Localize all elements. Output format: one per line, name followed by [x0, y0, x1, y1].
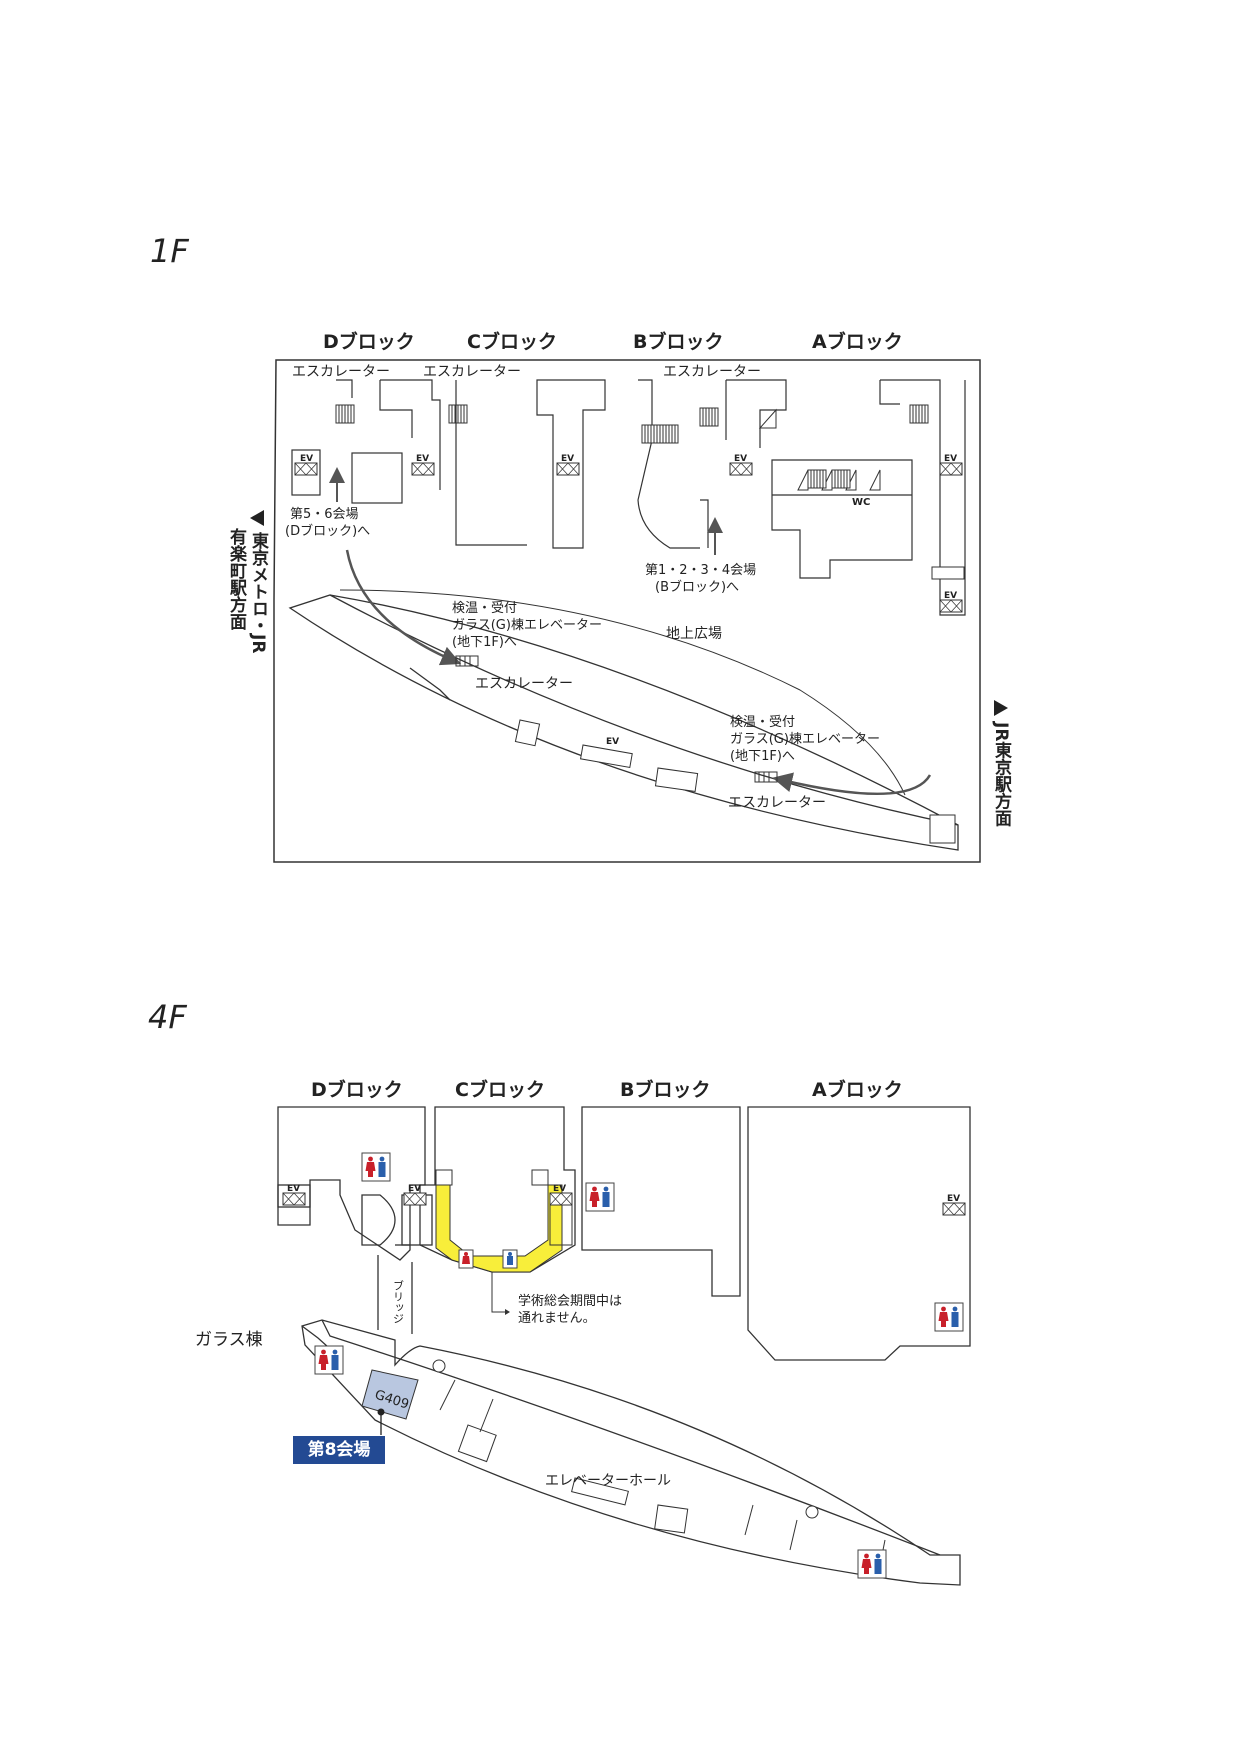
- 1f-venue14-line2: (Bブロック)へ: [655, 579, 739, 595]
- 1f-glass-right-line3: (地下1F)へ: [730, 749, 795, 764]
- 4f-a-block: [747, 1106, 971, 1361]
- 1f-glass-left-line1: 検温・受付: [452, 601, 517, 616]
- 4f-c-male-icon: [502, 1249, 518, 1269]
- venue-8-badge: 第8会場: [293, 1436, 385, 1464]
- dir-left-line2: 有楽町駅方面: [226, 527, 248, 631]
- 1f-d-block-structures: [291, 379, 441, 504]
- 4f-d-restroom-icon: [361, 1152, 391, 1182]
- 1f-ev-a1-label: EV: [944, 454, 957, 464]
- 4f-block-b-label: Bブロック: [620, 1079, 711, 1101]
- 4f-ev-c2-label: EV: [553, 1184, 566, 1194]
- 1f-glass-right-line2: ガラス(G)棟エレベーター: [730, 732, 880, 747]
- 1f-route-arrow-right: [772, 772, 932, 796]
- wc-label: WC: [852, 497, 870, 508]
- ev-hall-label: エレベーターホール: [545, 1473, 671, 1489]
- right-direction-arrow-icon: [994, 700, 1008, 716]
- 1f-outer-wall: [273, 359, 981, 863]
- 1f-venue56-line2: (Dブロック)へ: [285, 523, 370, 539]
- 1f-ev-a2-label: EV: [944, 591, 957, 601]
- 1f-block-c-label: Cブロック: [467, 331, 557, 353]
- 1f-block-b-label: Bブロック: [633, 331, 724, 353]
- 4f-glass-restroom-icon: [314, 1345, 344, 1375]
- 1f-ev-c-label: EV: [561, 454, 574, 464]
- 4f-a-restroom-icon: [934, 1302, 964, 1332]
- 1f-reception-left-icon: [455, 655, 479, 667]
- 1f-venue14-line1: 第1・2・3・4会場: [645, 563, 756, 578]
- 4f-bridge: [377, 1255, 413, 1334]
- 4f-b-block: [581, 1106, 741, 1297]
- 1f-glass-left-line3: (地下1F)へ: [452, 635, 517, 650]
- glass-building-label: ガラス棟: [195, 1330, 263, 1350]
- 1f-block-d-label: Dブロック: [323, 331, 415, 353]
- 1f-glass-inner-rooms: [514, 719, 956, 844]
- 4f-c-female-icon: [458, 1249, 474, 1269]
- 1f-ev-b-label: EV: [734, 454, 747, 464]
- dir-left-line1: 東京メトロ・JR: [248, 531, 269, 653]
- bridge-label: ブリッジ: [392, 1279, 405, 1324]
- 1f-ev-d2-label: EV: [416, 454, 429, 464]
- 4f-ev-a-label: EV: [947, 1194, 960, 1204]
- 1f-glass-right-line1: 検温・受付: [730, 715, 795, 730]
- 4f-glass-room-dividers: [439, 1379, 886, 1566]
- 1f-b-stairs: [758, 408, 777, 429]
- 1f-reception-right-icon: [754, 771, 778, 783]
- 1f-c-block-structures: [455, 379, 606, 549]
- closed-passage-highlight: [435, 1184, 563, 1273]
- 4f-block-a-label: Aブロック: [812, 1079, 903, 1101]
- 4f-ev-c-label: EV: [408, 1184, 421, 1194]
- 1f-plaza-label: 地上広場: [666, 626, 722, 642]
- left-direction-arrow-icon: [250, 510, 264, 526]
- dir-right-label: JR東京駅方面: [991, 721, 1013, 827]
- floor-4f-label: 4F: [148, 998, 187, 1036]
- 1f-esc-label-4: エスカレーター: [475, 676, 573, 692]
- 1f-ev-d1-label: EV: [300, 454, 313, 464]
- 1f-glass-left-line2: ガラス(G)棟エレベーター: [452, 618, 602, 633]
- 1f-ev-glass-label: EV: [606, 737, 619, 747]
- closed-note-line2: 通れません。: [518, 1311, 596, 1326]
- 1f-a-block-structures: [771, 379, 966, 616]
- 1f-esc-label-1: エスカレーター: [292, 364, 390, 380]
- floor-1f-label: 1F: [150, 232, 189, 270]
- 1f-esc-label-2: エスカレーター: [423, 364, 521, 380]
- 4f-glass-restroom-icon-2: [857, 1549, 887, 1579]
- 4f-block-d-label: Dブロック: [311, 1079, 403, 1101]
- 1f-glass-building: [288, 594, 959, 851]
- 1f-plaza-outline: [339, 589, 906, 796]
- 1f-esc-label-3: エスカレーター: [663, 364, 761, 380]
- 1f-route-arrow-left: [345, 549, 462, 666]
- closed-note-line1: 学術総会期間中は: [518, 1293, 622, 1309]
- 4f-b-restroom-icon: [585, 1182, 615, 1212]
- 4f-ev-d1-label: EV: [287, 1184, 300, 1194]
- 1f-block-a-label: Aブロック: [812, 331, 903, 353]
- 4f-block-c-label: Cブロック: [455, 1079, 545, 1101]
- 1f-venue56-line1: 第5・6会場: [290, 507, 359, 522]
- g409-room: [361, 1369, 419, 1420]
- 1f-esc-label-5: エスカレーター: [728, 795, 826, 811]
